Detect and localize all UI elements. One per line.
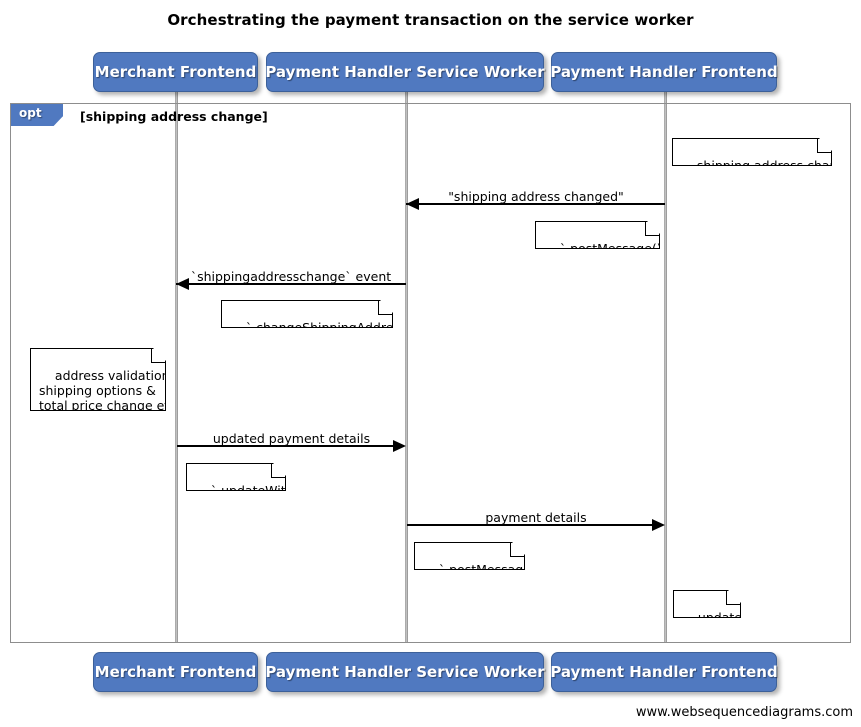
note-fold-icon [510,543,524,557]
note-text: address validation, shipping options & t… [39,368,177,413]
note-post-message-2: `.postMessage()` [414,542,525,570]
note-update-with: `.updateWith()` [186,463,286,491]
participant-top-merchant-frontend[interactable]: Merchant Frontend [93,52,258,92]
message-label-payment-details: payment details [485,510,587,525]
note-fold-icon [271,464,285,478]
message-label-updated-payment-details: updated payment details [212,431,371,446]
note-fold-icon [151,349,165,363]
watermark: www.websequencediagrams.com [635,705,853,720]
participant-label: Payment Handler Service Worker [265,63,545,81]
message-label-shipping-address-changed: "shipping address changed" [448,189,624,204]
message-arrowhead-payment-details [652,519,665,531]
participant-label: Payment Handler Service Worker [265,663,545,681]
participant-label: Merchant Frontend [94,63,257,81]
note-change-shipping-address: `.changeShippingAddress()` [221,300,393,328]
message-label-shippingaddresschange-event: `shippingaddresschange` event [190,269,392,284]
lifeline-merchant-frontend [175,92,178,643]
participant-label: Payment Handler Frontend [550,63,778,81]
note-update-ui: update UI [673,590,741,618]
message-arrowhead-shipping-address-changed [406,198,419,210]
note-fold-icon [378,301,392,315]
note-shipping-address-changed: shipping address changed [672,138,832,166]
note-fold-icon [726,591,740,605]
message-arrowhead-updated-payment-details [393,440,406,452]
message-line-shippingaddresschange-event [176,283,406,285]
message-line-updated-payment-details [177,445,394,447]
opt-fragment-condition: [shipping address change] [80,109,268,124]
note-post-message-1: `.postMessage()` [535,221,660,249]
opt-fragment-frame [10,103,851,643]
participant-label: Merchant Frontend [94,663,257,681]
message-arrowhead-shippingaddresschange-event [176,278,189,290]
participant-label: Payment Handler Frontend [550,663,778,681]
message-line-payment-details [407,524,653,526]
participant-bottom-payment-handler-frontend[interactable]: Payment Handler Frontend [550,652,778,692]
opt-fragment-label: opt [11,104,63,126]
lifeline-payment-handler-frontend [664,92,667,643]
lifeline-payment-handler-service-worker [405,92,408,643]
message-line-shipping-address-changed [406,203,665,205]
participant-top-payment-handler-service-worker[interactable]: Payment Handler Service Worker [265,52,545,92]
note-address-validation: address validation, shipping options & t… [30,348,166,411]
note-fold-icon [817,139,831,153]
participant-bottom-merchant-frontend[interactable]: Merchant Frontend [93,652,258,692]
note-fold-icon [645,222,659,236]
diagram-title: Orchestrating the payment transaction on… [167,11,694,29]
participant-top-payment-handler-frontend[interactable]: Payment Handler Frontend [550,52,778,92]
participant-bottom-payment-handler-service-worker[interactable]: Payment Handler Service Worker [265,652,545,692]
